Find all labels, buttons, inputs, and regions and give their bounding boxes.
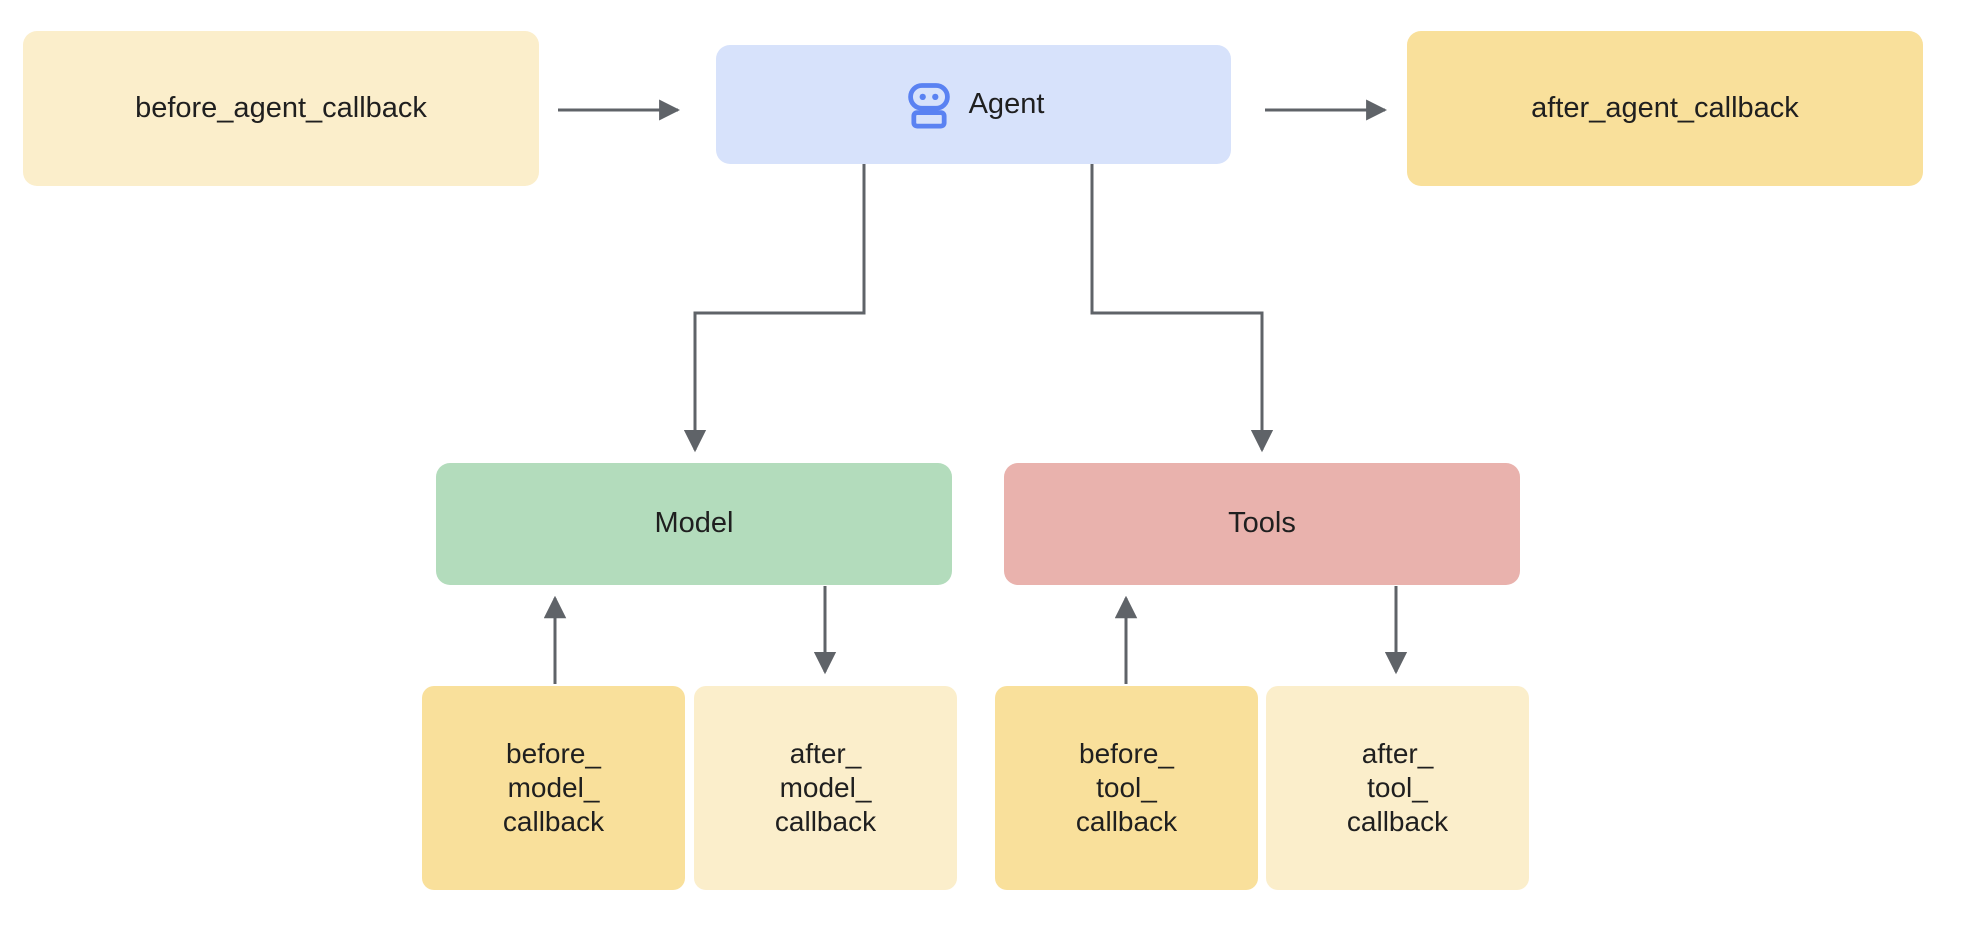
node-before-model-callback[interactable]: before_ model_ callback: [422, 686, 685, 890]
node-tools[interactable]: Tools: [1004, 463, 1520, 585]
node-after-model-callback[interactable]: after_ model_ callback: [694, 686, 957, 890]
node-tools-label: Tools: [1228, 507, 1296, 540]
node-after-agent-callback-label: after_agent_callback: [1531, 91, 1799, 124]
node-before-model-callback-label: before_ model_ callback: [502, 737, 605, 838]
node-model-label: Model: [654, 507, 734, 540]
node-after-model-callback-label: after_ model_ callback: [774, 737, 877, 838]
edge-agent-to-model: [683, 164, 866, 453]
node-after-tool-callback[interactable]: after_ tool_ callback: [1266, 686, 1529, 890]
node-after-tool-callback-label: after_ tool_ callback: [1346, 737, 1449, 838]
robot-icon: [907, 82, 950, 129]
edge-agent-to-tools: [1090, 164, 1274, 453]
node-before-tool-callback[interactable]: before_ tool_ callback: [995, 686, 1258, 890]
node-before-agent-callback-label: before_agent_callback: [135, 91, 427, 124]
node-after-agent-callback[interactable]: after_agent_callback: [1407, 31, 1923, 186]
node-agent[interactable]: Agent: [716, 45, 1231, 164]
node-model[interactable]: Model: [436, 463, 952, 585]
node-before-tool-callback-label: before_ tool_ callback: [1075, 737, 1178, 838]
node-agent-label: Agent: [968, 87, 1045, 120]
node-before-agent-callback[interactable]: before_agent_callback: [23, 31, 539, 186]
